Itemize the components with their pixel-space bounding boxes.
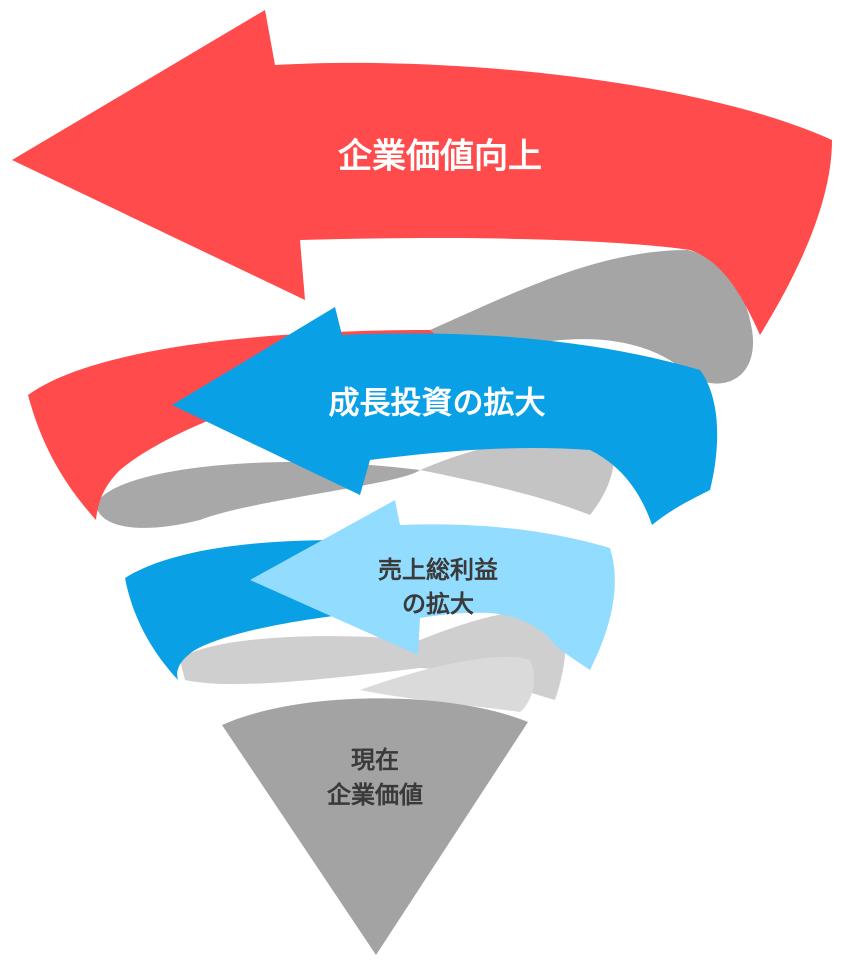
light-blue-arrow: [250, 500, 615, 670]
gray-back-band-top: [430, 250, 754, 384]
gray-back-band-lower: [180, 610, 566, 700]
tier-top-label: 企業価値向上: [338, 137, 542, 177]
tier-third-label-line1: 売上総利益: [378, 556, 498, 584]
base-label-line2: 企業価値: [327, 781, 423, 809]
base-cone: [222, 698, 528, 955]
base-label-line1: 現在: [351, 746, 399, 774]
blue-middle-arrow: [172, 307, 718, 525]
gray-back-band-bottom: [360, 656, 535, 712]
red-top-arrow: [12, 10, 832, 335]
tier-third-label-line2: の拡大: [402, 590, 474, 618]
gray-back-band-mid: [420, 436, 614, 515]
tier-second-label: 成長投資の拡大: [329, 386, 546, 422]
red-lower-band: [28, 330, 470, 520]
